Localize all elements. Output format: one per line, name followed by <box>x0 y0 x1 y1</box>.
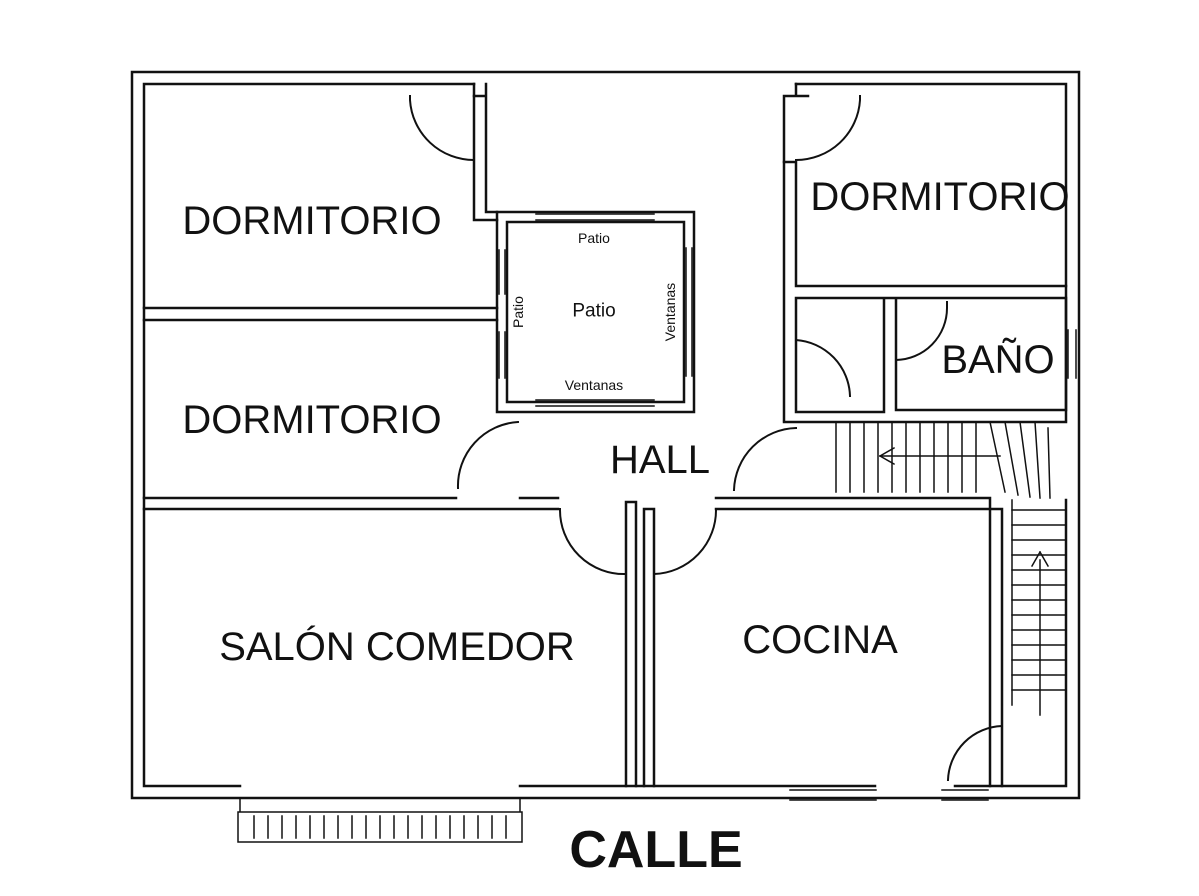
corridor-wall-right <box>782 82 810 422</box>
bedroom-wall-ml <box>142 496 560 511</box>
door-swings <box>409 95 1004 782</box>
room-label-dormitorio-top-left: DORMITORIO <box>182 199 441 243</box>
room-label-cocina: COCINA <box>742 618 898 662</box>
partition-salon-cocina <box>624 500 656 788</box>
bedroom-wall-tr <box>782 160 1068 424</box>
room-label-bano: BAÑO <box>941 337 1054 382</box>
bedroom-wall-tl <box>142 94 499 322</box>
patio-center-label: Patio <box>572 301 615 322</box>
cocina-top-wall <box>714 496 1004 788</box>
patio-left-label: Patio <box>510 296 526 328</box>
windows <box>498 213 1077 801</box>
patio-bottom-label: Ventanas <box>565 377 623 393</box>
room-label-salon-comedor: SALÓN COMEDOR <box>219 624 575 669</box>
corridor-wall-left <box>472 82 499 214</box>
room-label-hall: HALL <box>610 438 710 482</box>
stairs <box>835 421 1067 716</box>
street-label: CALLE <box>569 821 742 879</box>
patio-top-label: Patio <box>578 230 610 246</box>
outer-wall <box>130 70 1081 800</box>
room-label-dormitorio-middle-left: DORMITORIO <box>182 398 441 442</box>
patio-outer <box>495 210 696 414</box>
patio-inner <box>505 220 686 404</box>
patio-right-label: Ventanas <box>662 283 678 341</box>
inner-outer-wall <box>142 82 1068 788</box>
room-label-dormitorio-top-right: DORMITORIO <box>810 175 1069 219</box>
balcony <box>237 797 523 843</box>
